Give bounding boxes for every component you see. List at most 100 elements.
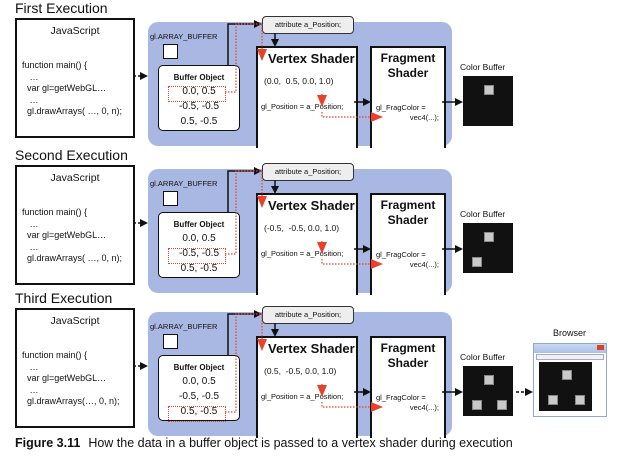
buffer-value: -0.5, -0.5: [178, 391, 220, 402]
buffer-value: 0.0, 0.5: [182, 233, 216, 244]
vertex-shader-box: Vertex Shader (0.0, 0.5, 0.0, 1.0) gl_Po…: [256, 46, 358, 148]
row-title: First Execution: [15, 0, 108, 16]
attribute-box: attribute a_Position;: [262, 16, 354, 34]
array-buffer-target-icon: [163, 334, 178, 349]
buffer-highlight: [168, 248, 226, 264]
browser-window: [533, 343, 607, 417]
buffer-value: 0.5, -0.5: [180, 116, 218, 127]
buffer-object-box: Buffer Object 0.0, 0.5 -0.5, -0.5 0.5, -…: [158, 355, 240, 422]
rendered-point: [496, 399, 507, 410]
attribute-box: attribute a_Position;: [262, 163, 354, 181]
arrows-overlay: [133, 310, 533, 413]
frag-color-value: vec4(...);: [409, 113, 439, 122]
browser-label: Browser: [553, 328, 587, 338]
figure-number: Figure 3.11: [15, 436, 81, 450]
frag-color-code: gl_FragColor =: [376, 393, 426, 402]
color-buffer: [463, 223, 513, 273]
array-buffer-label: gl.ARRAY_BUFFER: [150, 179, 218, 188]
execution-row-3: Third Execution JavaScript function main…: [0, 290, 624, 438]
array-buffer-label: gl.ARRAY_BUFFER: [150, 32, 218, 41]
javascript-code: function main() { … var gl=getWebGL… … g…: [22, 60, 123, 116]
arrows-overlay: [133, 167, 463, 269]
buffer-object-box: Buffer Object 0.0, 0.5 -0.5, -0.5 0.5, -…: [158, 65, 240, 131]
buffer-highlight: [168, 406, 226, 422]
figure-caption: Figure 3.11 How the data in a buffer obje…: [15, 436, 513, 450]
row-title: Second Execution: [15, 147, 128, 163]
buffer-value: 0.0, 0.5: [182, 376, 216, 387]
vertex-vector: (0.5, -0.5, 0.0, 1.0): [264, 366, 337, 376]
rendered-point: [471, 399, 482, 410]
buffer-object-title: Buffer Object: [173, 73, 225, 82]
rendered-point: [484, 231, 494, 242]
vertex-shader-title: Vertex Shader: [268, 341, 355, 356]
color-buffer-label: Color Buffer: [460, 352, 506, 362]
arrow-buffer-to-attribute: [227, 167, 262, 212]
close-icon: [597, 345, 604, 350]
javascript-box: JavaScript function main() { … var gl=ge…: [15, 18, 135, 138]
rendered-point: [484, 374, 494, 385]
execution-row-1: First Execution JavaScript function main…: [0, 0, 624, 148]
buffer-value: -0.5, -0.5: [178, 248, 220, 259]
red-arrow-to-fragment: [321, 259, 383, 269]
buffer-object-title: Buffer Object: [173, 220, 225, 229]
fragment-title-line2: Shader: [387, 213, 429, 227]
vertex-shader-title: Vertex Shader: [268, 51, 355, 66]
frag-color-value: vec4(...);: [409, 260, 439, 269]
data-flow-path: [225, 23, 267, 93]
fragment-title-line1: Fragment: [380, 198, 436, 212]
color-buffer-label: Color Buffer: [460, 62, 506, 72]
javascript-box: JavaScript function main() { … var gl=ge…: [15, 308, 135, 428]
data-flow-path: [225, 170, 267, 255]
rendered-point: [471, 256, 482, 267]
frag-color-code: gl_FragColor =: [376, 250, 426, 259]
arrow-buffer-to-attribute: [227, 20, 262, 65]
fragment-title-line2: Shader: [387, 66, 429, 80]
row-title: Third Execution: [15, 290, 113, 306]
frag-color-code: gl_FragColor =: [376, 103, 426, 112]
fragment-title-line2: Shader: [387, 356, 429, 370]
color-buffer: [463, 76, 513, 126]
javascript-title: JavaScript: [50, 25, 100, 37]
buffer-value: 0.0, 0.5: [182, 86, 216, 97]
array-buffer-target-icon: [163, 191, 178, 206]
buffer-value: 0.5, -0.5: [180, 406, 218, 417]
browser-rendered-point: [548, 394, 559, 405]
rendered-point: [484, 84, 494, 95]
frag-color-value: vec4(...);: [409, 403, 439, 412]
buffer-object-title: Buffer Object: [173, 363, 225, 372]
vertex-shader-title: Vertex Shader: [268, 198, 355, 213]
color-buffer-label: Color Buffer: [460, 209, 506, 219]
fragment-title-line1: Fragment: [380, 51, 436, 65]
vertex-shader-box: Vertex Shader (-0.5, -0.5, 0.0, 1.0) gl_…: [256, 193, 358, 295]
red-arrow-to-fragment: [321, 402, 383, 412]
javascript-code: function main() { … var gl=getWebGL… … g…: [22, 350, 120, 406]
buffer-value: 0.5, -0.5: [180, 263, 218, 274]
color-buffer: [463, 366, 513, 416]
javascript-title: JavaScript: [50, 315, 100, 327]
browser-rendered-point: [574, 394, 585, 405]
caption-text: How the data in a buffer object is passe…: [88, 436, 513, 450]
data-flow-path: [225, 313, 267, 413]
array-buffer-target-icon: [163, 44, 178, 59]
arrows-overlay: [133, 20, 463, 122]
javascript-code: function main() { … var gl=getWebGL… … g…: [22, 207, 123, 263]
browser-rendered-point: [561, 370, 572, 381]
browser-title-bar: [534, 344, 606, 353]
fragment-title-line1: Fragment: [380, 341, 436, 355]
browser-address-bar: [536, 354, 604, 360]
javascript-box: JavaScript function main() { … var gl=ge…: [15, 165, 135, 285]
execution-row-2: Second Execution JavaScript function mai…: [0, 147, 624, 295]
vertex-vector: (-0.5, -0.5, 0.0, 1.0): [264, 223, 340, 233]
array-buffer-label: gl.ARRAY_BUFFER: [150, 322, 218, 331]
vertex-vector: (0.0, 0.5, 0.0, 1.0): [264, 76, 334, 86]
javascript-title: JavaScript: [50, 172, 100, 184]
red-arrow-to-fragment: [321, 112, 383, 122]
arrow-buffer-to-attribute: [227, 310, 262, 355]
browser-canvas: [539, 362, 592, 411]
